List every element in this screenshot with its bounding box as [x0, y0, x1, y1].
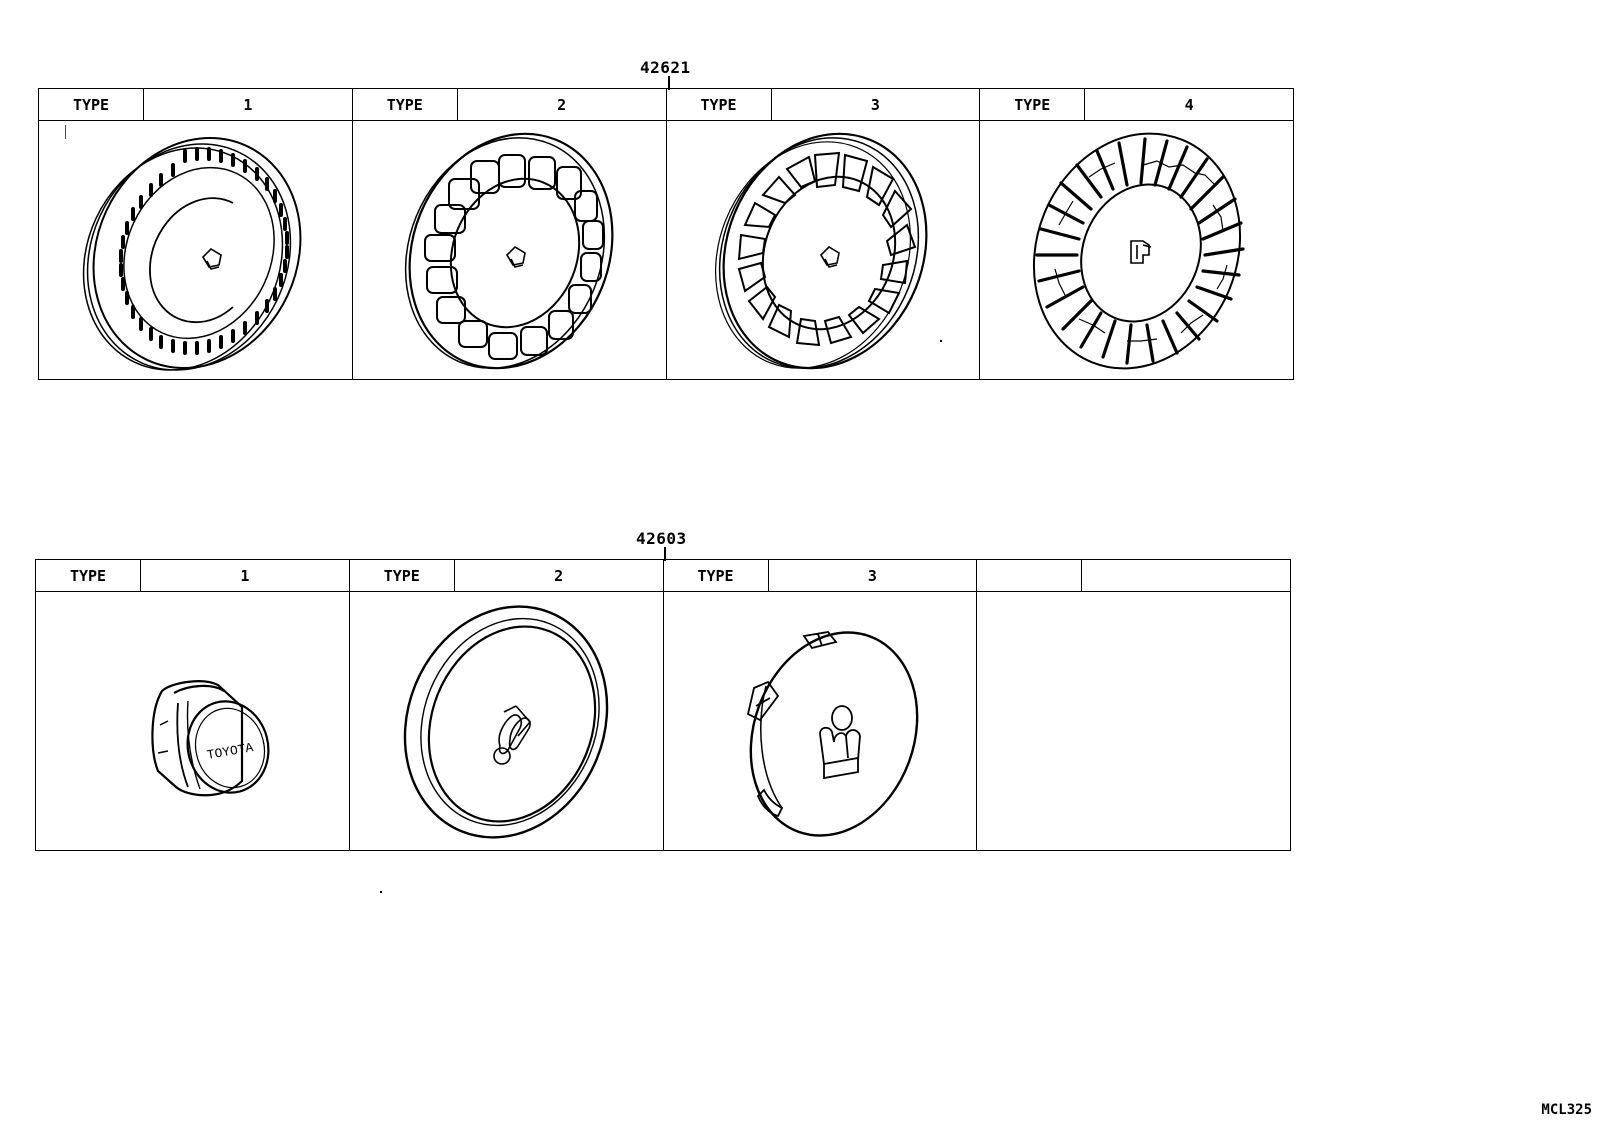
wheel-cap-trapezoid-icon — [714, 132, 928, 370]
leader-line-42603 — [664, 547, 666, 561]
toyota-center-cap-icon: TOYOTA — [151, 680, 270, 797]
type-number — [1082, 560, 1290, 591]
type-cell-1: TYPE 1 TOYOTA — [36, 560, 350, 850]
parts-table-42603: TYPE 1 TOYOTA TYPE 2 — [35, 559, 1291, 851]
type-cell-1: TYPE 1 — [39, 89, 353, 379]
type-number: 1 — [240, 566, 250, 585]
illustration-wheel-cap-type-2 — [353, 121, 666, 379]
type-cell-2: TYPE 2 — [352, 89, 667, 379]
type-label: TYPE — [353, 89, 458, 120]
type-number: 2 — [557, 95, 567, 114]
type-label: TYPE — [667, 89, 772, 120]
type-label: TYPE — [980, 89, 1086, 120]
part-number-callout-42621: 42621 — [640, 58, 691, 77]
page-code: MCL325 — [1541, 1102, 1592, 1118]
type-number: 3 — [870, 95, 880, 114]
crown-clip-center-cap-icon — [746, 631, 919, 837]
type-number: 1 — [243, 95, 253, 114]
illustration-center-cap-type-3 — [664, 592, 977, 850]
type-number: 4 — [1184, 95, 1194, 114]
type-label: TYPE — [350, 560, 455, 591]
wheel-cap-spoke-icon — [1032, 132, 1245, 370]
illustration-center-cap-type-1: TOYOTA — [36, 592, 349, 850]
toyota-emblem-text: TOYOTA — [206, 740, 255, 763]
type-number: 3 — [867, 566, 877, 585]
type-cell-3: TYPE 3 — [663, 560, 978, 850]
type-label: TYPE — [36, 560, 141, 591]
type-number: 2 — [554, 566, 564, 585]
parts-table-42621: TYPE 1 — [38, 88, 1294, 380]
type-label: TYPE — [39, 89, 144, 120]
illustration-center-cap-type-2 — [350, 592, 663, 850]
stray-mark — [380, 891, 382, 893]
wheel-cap-grid-icon — [404, 132, 614, 370]
type-cell-3: TYPE 3 — [666, 89, 981, 379]
stray-mark — [940, 340, 942, 342]
leader-line-42621 — [668, 76, 670, 90]
type-cell-4: TYPE 4 — [980, 89, 1293, 379]
wheel-cap-slotted-icon — [65, 125, 302, 371]
type-cell-2: TYPE 2 — [349, 560, 664, 850]
illustration-wheel-cap-type-4 — [980, 121, 1293, 379]
type-label — [977, 560, 1083, 591]
crown-ring-center-cap-icon — [403, 605, 609, 839]
empty-illustration-cell — [977, 592, 1290, 850]
illustration-wheel-cap-type-1 — [39, 121, 352, 379]
part-number-callout-42603: 42603 — [636, 529, 687, 548]
illustration-wheel-cap-type-3 — [667, 121, 980, 379]
type-cell-4-empty — [977, 560, 1290, 850]
type-label: TYPE — [664, 560, 769, 591]
